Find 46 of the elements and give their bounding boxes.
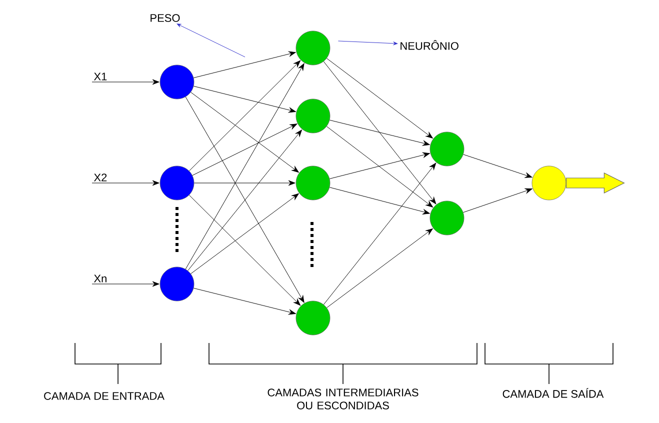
- neuron-circle: [296, 98, 330, 134]
- input-label: X2: [94, 174, 107, 182]
- arrow: [185, 96, 304, 303]
- arrow: [193, 51, 296, 78]
- arrow: [194, 180, 296, 186]
- input-label: X1: [94, 72, 107, 80]
- neuron-circle: [430, 200, 464, 236]
- arrow: [326, 126, 433, 208]
- arrow: [323, 162, 436, 305]
- output-arrow: [566, 172, 625, 194]
- neuron-circle: [296, 166, 330, 200]
- neuron-circle: [160, 166, 194, 200]
- annotation-label: NEURÔNIO: [400, 40, 458, 50]
- arrow: [92, 79, 160, 85]
- arrow: [193, 86, 296, 113]
- arrow: [323, 61, 436, 204]
- neuron-circle: [430, 132, 464, 166]
- neuron-circle: [296, 30, 330, 66]
- neuron-circle: [160, 64, 194, 100]
- arrow: [329, 152, 430, 180]
- layer-label: CAMADA DE ENTRADA: [44, 392, 164, 400]
- arrow: [190, 92, 299, 173]
- arrow: [463, 188, 532, 213]
- arrow: [329, 120, 430, 146]
- layer-label: CAMADA DE SAÍDA: [502, 388, 604, 398]
- arrow: [188, 194, 301, 306]
- arrow: [463, 154, 532, 178]
- arrow: [193, 288, 296, 315]
- arrow: [190, 193, 299, 274]
- arrow: [185, 63, 304, 270]
- arrow: [92, 281, 160, 287]
- arrow: [188, 130, 302, 271]
- arrow: [188, 60, 301, 172]
- annotation-label: PESO: [150, 14, 180, 22]
- neuron-circle: [296, 300, 330, 336]
- neuron-circle: [532, 166, 566, 200]
- arrow: [326, 58, 433, 138]
- arrow: [326, 228, 433, 308]
- leader-line: [338, 40, 398, 46]
- layer-label: CAMADAS INTERMEDIARIAS OU ESCONDIDAS: [268, 388, 418, 410]
- arrow: [92, 180, 160, 186]
- neuron-circle: [160, 266, 194, 302]
- leader-line: [176, 24, 246, 58]
- arrow: [192, 124, 298, 176]
- input-label: Xn: [94, 274, 106, 282]
- arrow: [329, 187, 430, 214]
